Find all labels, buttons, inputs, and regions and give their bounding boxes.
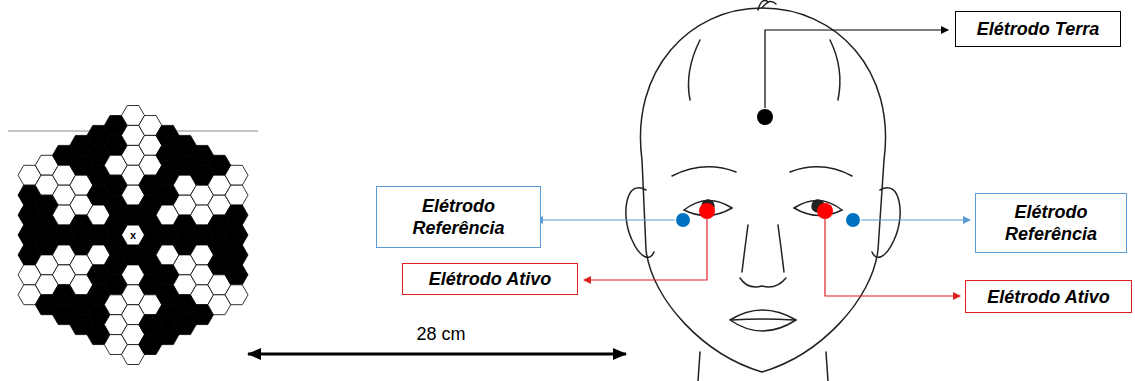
leader-lines: [536, 30, 970, 296]
label-box: Elétrodo Referência: [376, 186, 541, 248]
distance-label: 28 cm: [416, 324, 465, 345]
pattern-cell: [225, 165, 248, 185]
pattern-cell: [225, 205, 248, 225]
label-box: Elétrodo Terra: [955, 11, 1121, 47]
electrodes: [676, 109, 860, 227]
pattern-cell: [225, 225, 248, 245]
pattern-cell: [225, 285, 248, 305]
electrode-label: Elétrodo Ativo: [429, 268, 551, 290]
pattern-cell: [225, 265, 248, 285]
electrode-label: Elétrodo Terra: [977, 18, 1099, 40]
label-box: Elétrodo Ativo: [965, 280, 1132, 313]
distance-arrow: [248, 353, 626, 356]
face-drawing: [626, 0, 900, 381]
electrode-label: Elétrodo Referência: [976, 201, 1126, 245]
label-box: Elétrodo Ativo: [402, 263, 578, 295]
electrode-label: Elétrodo Referência: [377, 195, 540, 239]
fixation-mark: x: [130, 229, 136, 241]
stimulus-pattern: [18, 106, 248, 365]
fixation-cell: [122, 225, 145, 245]
pattern-cell: [225, 185, 248, 205]
label-box: Elétrodo Referência: [975, 193, 1127, 253]
electrode-label: Elétrodo Ativo: [987, 286, 1109, 308]
pattern-cell: [225, 245, 248, 265]
